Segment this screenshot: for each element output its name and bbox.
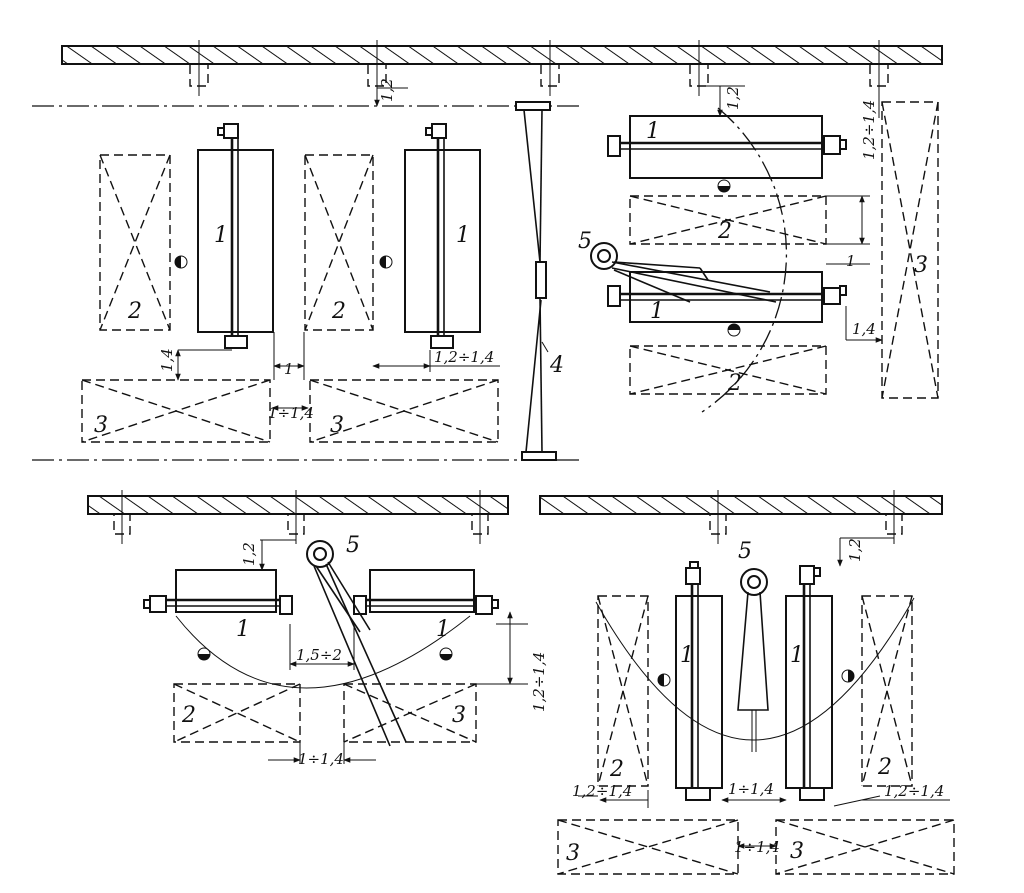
work-area-2-right-upper: 2 bbox=[629, 195, 827, 245]
label-machine: 1 bbox=[646, 119, 660, 144]
label-machine: 1 bbox=[236, 617, 250, 642]
wall-bottom-right bbox=[539, 495, 943, 515]
label-storage-area: 3 bbox=[94, 413, 108, 438]
columns-top bbox=[189, 40, 889, 96]
storage-area-3-bottom-right-left: 3 bbox=[557, 819, 739, 875]
machine-1-right-lower: 1 bbox=[607, 271, 847, 324]
label-machine: 1 bbox=[680, 643, 694, 668]
label-machine: 1 bbox=[456, 223, 470, 248]
label-work-area: 2 bbox=[877, 755, 892, 780]
storage-area-3-mid: 3 bbox=[309, 379, 499, 443]
dim-label: 1÷1,4 bbox=[268, 404, 314, 422]
machine-1-bottom-right-b: 1 bbox=[785, 565, 833, 801]
wall-bottom-left bbox=[87, 495, 509, 515]
dim-label: 1,2÷1,4 bbox=[530, 652, 548, 712]
work-area-2-bottom-left: 2 bbox=[173, 683, 301, 743]
crane-5-bottom-left: 5 bbox=[306, 533, 407, 747]
crane-reach-arc bbox=[595, 597, 915, 741]
label-work-area: 2 bbox=[331, 299, 346, 324]
machine-1-mid: 1 bbox=[404, 123, 481, 349]
label-crane: 5 bbox=[346, 533, 360, 558]
label-storage-area: 3 bbox=[452, 703, 466, 728]
machine-1-left: 1 bbox=[197, 123, 274, 349]
dim-label: 1 bbox=[284, 360, 294, 378]
dim-label: 1,2÷1,4 bbox=[884, 782, 944, 800]
label-machine: 1 bbox=[650, 299, 664, 324]
label-machine: 1 bbox=[790, 643, 804, 668]
label-storage-area: 3 bbox=[330, 413, 344, 438]
work-area-2-bottom-right-left: 2 bbox=[597, 595, 649, 787]
storage-area-3-bottom-left: 3 bbox=[343, 683, 477, 743]
label-work-area: 2 bbox=[127, 299, 142, 324]
dim-label: 1÷1,4 bbox=[734, 838, 780, 856]
machine-1-bottom-right-a: 1 bbox=[675, 561, 723, 801]
dim-label: 1,2 bbox=[240, 542, 258, 566]
dim-label: 1,2÷1,4 bbox=[434, 348, 494, 366]
label-work-area: 2 bbox=[181, 703, 196, 728]
storage-area-3-left: 3 bbox=[81, 379, 271, 443]
label-machine: 1 bbox=[214, 223, 228, 248]
label-work-area: 2 bbox=[717, 219, 732, 244]
dim-label: 1,4 bbox=[158, 348, 176, 372]
machine-1-right-upper: 1 bbox=[607, 115, 847, 179]
dim-label: 1÷1,4 bbox=[728, 780, 774, 798]
crane-5-right: 5 bbox=[578, 229, 777, 303]
label-crane: 5 bbox=[578, 229, 592, 254]
dim-label: 1,2 bbox=[724, 86, 742, 110]
label-work-area: 2 bbox=[727, 371, 742, 396]
label-storage-area: 3 bbox=[914, 253, 928, 278]
partition-4: 4 bbox=[515, 101, 564, 461]
wall-top bbox=[61, 45, 943, 65]
label-partition: 4 bbox=[549, 353, 564, 378]
label-storage-area: 3 bbox=[790, 839, 804, 864]
dim-label: 1 bbox=[846, 252, 856, 270]
label-machine: 1 bbox=[436, 617, 450, 642]
dim-label: 1,2÷1,4 bbox=[572, 782, 632, 800]
work-area-2-mid: 2 bbox=[304, 154, 374, 331]
machine-1-bottom-left-b: 1 bbox=[353, 569, 499, 642]
work-area-2-left: 2 bbox=[99, 154, 171, 331]
storage-area-3-right: 3 bbox=[881, 101, 939, 399]
work-area-2-right-lower: 2 bbox=[629, 345, 827, 396]
dim-label: 1,2 bbox=[846, 538, 864, 562]
dim-label: 1,2 bbox=[378, 78, 396, 102]
storage-area-3-bottom-right-right: 3 bbox=[775, 819, 955, 875]
crane-reach-arc bbox=[175, 615, 471, 689]
crane-reach-arc bbox=[701, 107, 788, 413]
label-crane: 5 bbox=[738, 539, 752, 564]
dim-label: 1,2÷1,4 bbox=[860, 100, 878, 160]
work-area-2-bottom-right-right: 2 bbox=[861, 595, 913, 787]
machine-1-bottom-left-a: 1 bbox=[143, 569, 293, 642]
crane-5-bottom-right: 5 bbox=[737, 539, 769, 752]
dim-label: 1,4 bbox=[852, 320, 876, 338]
dim-label: 1,5÷2 bbox=[296, 646, 342, 664]
label-storage-area: 3 bbox=[566, 841, 580, 866]
label-work-area: 2 bbox=[609, 757, 624, 782]
dim-label: 1÷1,4 bbox=[298, 750, 344, 768]
